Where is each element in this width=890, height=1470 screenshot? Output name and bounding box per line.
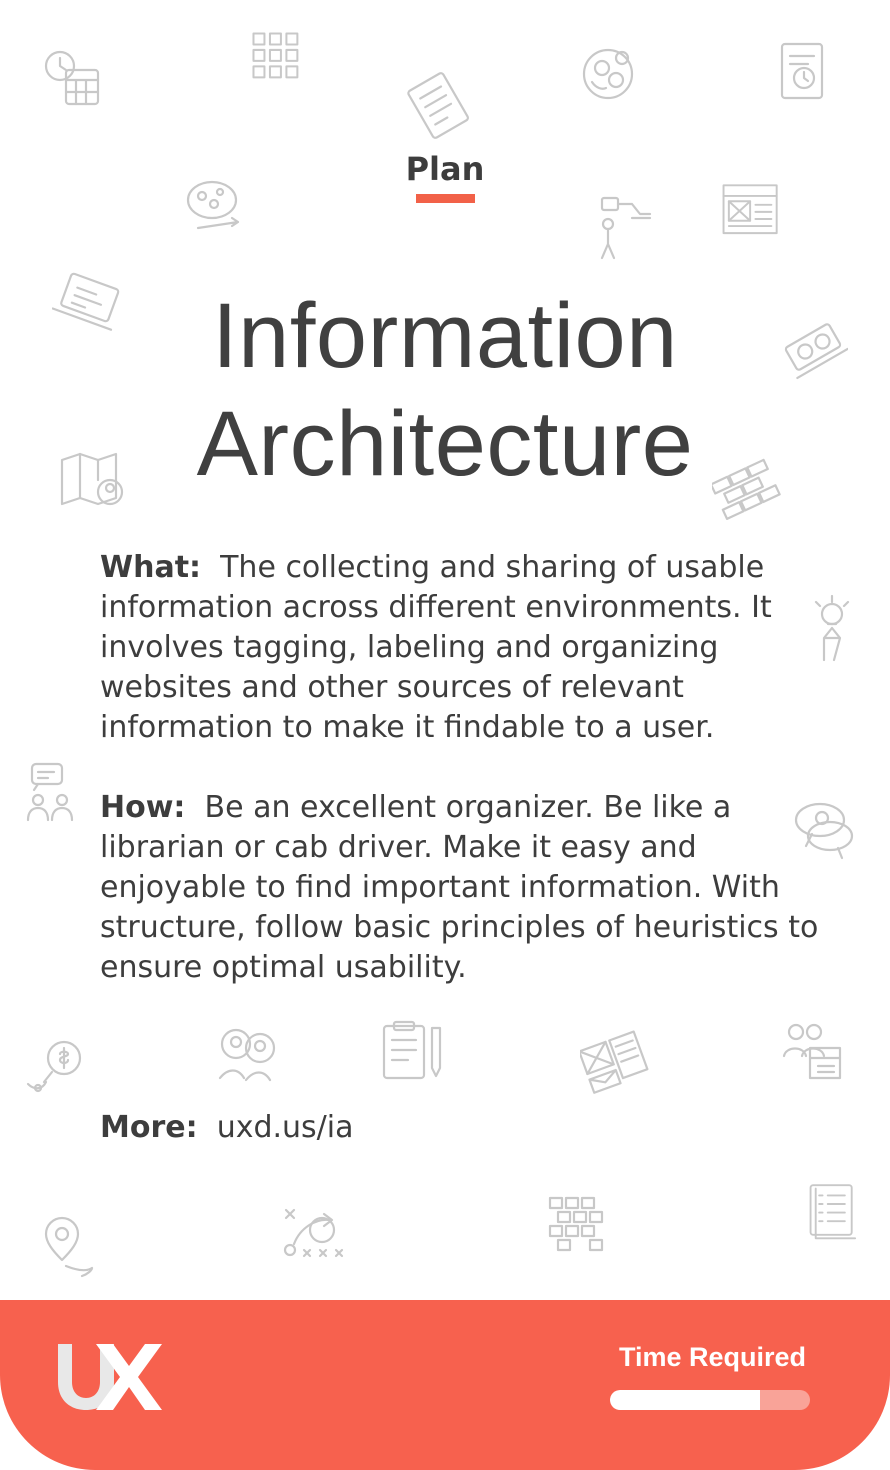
category-underline [416,194,475,203]
time-required-bar [610,1390,810,1410]
team-layout-icon [778,1018,848,1088]
how-label: How: [100,790,186,825]
more-link[interactable]: uxd.us/ia [216,1110,354,1145]
what-section: What: The collecting and sharing of usab… [100,548,820,748]
user-flow-icon [588,194,658,264]
blocks-icon [544,1192,614,1262]
more-label: More: [100,1110,198,1145]
title-line-1: Information [212,285,678,387]
grid-icon [248,28,312,92]
more-section: More: uxd.us/ia [100,1108,820,1148]
money-location-icon [24,1032,94,1102]
history-document-icon [772,38,842,108]
time-required-fill [610,1390,760,1410]
how-section: How: Be an excellent organizer. Be like … [100,788,820,988]
category-label: Plan [405,150,485,188]
card-footer: Time Required [0,1300,890,1470]
map-user-icon [58,446,128,516]
laptop-code-icon [51,270,122,340]
document-list-icon [404,70,474,140]
what-text: The collecting and sharing of usable inf… [100,550,772,745]
thought-bubble-icon [180,174,250,244]
ux-logo [56,1342,166,1412]
layout-mail-icon [578,1030,650,1100]
wireframe-icon [720,180,782,242]
chat-people-icon [22,760,92,830]
time-required-label: Time Required [618,1342,806,1372]
checklist-icon [802,1180,862,1240]
what-label: What: [100,550,202,585]
brain-gears-icon [576,40,646,110]
bricks-icon [709,458,782,528]
lightbulb-person-icon [802,594,872,664]
location-pin-icon [38,1216,108,1286]
card-title: Information Architecture [0,282,890,498]
strategy-play-icon [280,1200,350,1270]
tools-icon [778,312,849,382]
how-text: Be an excellent organizer. Be like a lib… [100,790,819,985]
clock-calendar-icon [38,44,108,114]
title-line-2: Architecture [196,393,694,495]
team-heads-icon [214,1020,284,1090]
chat-bubbles-icon [790,796,860,866]
ux-logo-mark [58,1344,162,1410]
clipboard-pencil-icon [378,1018,448,1088]
